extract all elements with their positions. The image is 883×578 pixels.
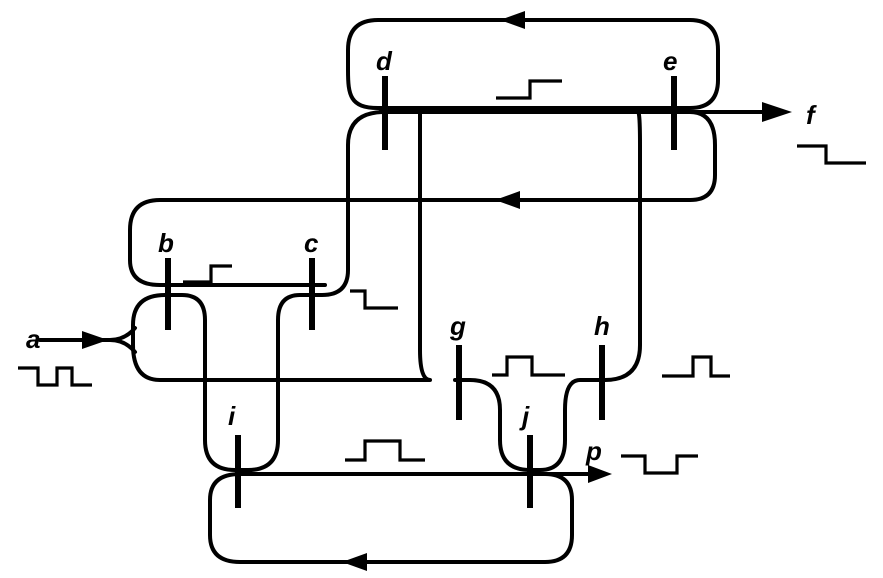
loop-e-side bbox=[453, 110, 642, 472]
waveform-a bbox=[18, 366, 92, 387]
arrow-middle-loop bbox=[495, 191, 520, 209]
waveform-i-j bbox=[345, 439, 425, 462]
label-f: f bbox=[806, 100, 817, 130]
label-b: b bbox=[158, 228, 174, 258]
label-p: p bbox=[585, 436, 602, 466]
arrow-output-p bbox=[588, 465, 612, 483]
arrow-bottom-loop bbox=[342, 553, 367, 571]
arrow-input-a bbox=[82, 331, 108, 349]
label-a: a bbox=[26, 324, 40, 354]
label-g: g bbox=[449, 311, 466, 341]
label-e: e bbox=[663, 46, 677, 76]
label-c: c bbox=[304, 228, 319, 258]
waveform-d-e bbox=[496, 79, 562, 100]
loop-e-right bbox=[128, 110, 717, 287]
waveform-b-c bbox=[183, 264, 232, 284]
label-j: j bbox=[519, 401, 530, 431]
waveform-p bbox=[621, 454, 698, 475]
label-i: i bbox=[228, 401, 236, 431]
waveform-f bbox=[797, 144, 866, 165]
loop-d-e-lower bbox=[131, 110, 432, 472]
input-a-wire bbox=[38, 326, 137, 354]
label-d: d bbox=[376, 46, 393, 76]
arrow-top-loop bbox=[500, 11, 525, 29]
label-h: h bbox=[594, 311, 610, 341]
arrow-output-f bbox=[762, 102, 792, 122]
waveform-g-h bbox=[492, 355, 565, 377]
loop-i-j bbox=[208, 472, 602, 564]
waveform-c bbox=[350, 289, 398, 310]
waveform-h bbox=[662, 355, 730, 378]
